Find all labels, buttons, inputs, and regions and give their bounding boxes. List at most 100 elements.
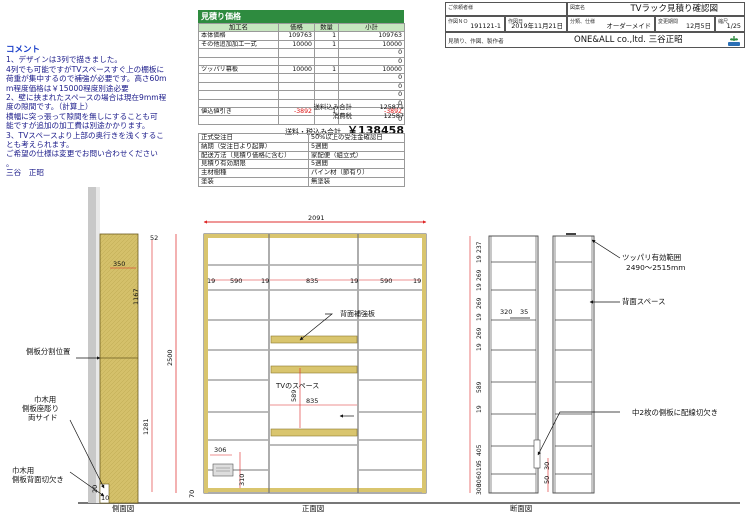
section-view-label: 断面図 — [510, 504, 532, 513]
dim-board-2: 19 — [261, 277, 269, 285]
section-dim: 300 — [476, 483, 483, 495]
class-value: オーダーメイド — [606, 22, 651, 30]
dim-small-w: 306 — [214, 446, 226, 454]
tax: 消費税 12587 — [198, 111, 404, 120]
dim-top-offset: 52 — [150, 234, 158, 242]
dim-bottom-10: 10 — [101, 494, 109, 502]
section-dim: 5 — [476, 460, 483, 464]
tension-range: 2490～2515mm — [626, 263, 685, 272]
comment-line: m程度価格は￥15000程度別途必要 — [6, 83, 129, 93]
comment-line: 荷重が集中するので補強が必要です。高さ60m — [6, 74, 167, 84]
date-label: 作図日 — [508, 19, 524, 25]
customer-cell: ご依頼者様 — [445, 2, 567, 16]
back-reinforce-3 — [270, 428, 358, 437]
number-label: 作図ＮＯ — [448, 19, 469, 25]
section-body — [488, 235, 539, 494]
dim-bottom-20: 20 — [91, 485, 99, 493]
comment-title: コメント — [6, 45, 41, 55]
drawing-date: 2019年11月21日 — [511, 22, 563, 30]
dim-side-depth: 350 — [113, 260, 125, 268]
side-wall — [88, 187, 98, 503]
section-dim: 19 — [476, 405, 483, 413]
comment-line: 。 — [6, 158, 14, 168]
comment-line: ご希望の仕様は変更でお問い合わせください — [6, 149, 158, 159]
side-view — [99, 233, 153, 504]
dim-overall-height: 2500 — [166, 349, 174, 366]
side-panel — [99, 233, 139, 504]
dim-tv-height: 589 — [290, 390, 298, 402]
section-dim: 30 — [476, 479, 483, 487]
comment-block: コメント 1、デザインは3列で描きました。4列でも可能ですがTVスペースすぐ上の… — [6, 45, 194, 178]
change-cell: 変更期間 12月5日 — [655, 16, 715, 32]
comment-line: 能ですが追加の加工費は別途かかります。 — [6, 121, 150, 131]
side-view-label: 側面図 — [112, 504, 134, 513]
drawing-number: 191121-1 — [470, 22, 501, 30]
change-value: 12月5日 — [686, 22, 711, 30]
title-block: ご依頼者様 図案名 TVラック見積り確認図 作図ＮＯ 191121-1 作図日 … — [445, 2, 745, 48]
section-dim: 19 — [476, 463, 483, 471]
section-dim: 269 — [476, 269, 483, 281]
section-dim: 269 — [476, 327, 483, 339]
dim-col-2: 835 — [306, 277, 318, 285]
condition-cell: 無塗装 — [308, 176, 405, 187]
back-reinforce-label: 背面補強板 — [340, 309, 375, 318]
dim-small-h: 310 — [238, 474, 246, 486]
dim-bottom-70: 70 — [188, 490, 196, 498]
section2-body — [552, 235, 595, 494]
comment-line: 三谷 正昭 — [6, 168, 44, 178]
section-view — [469, 233, 595, 494]
grand-total-label: 送料・税込み合計 — [285, 128, 342, 136]
section-dim: 269 — [476, 297, 483, 309]
dim-tv-width: 835 — [306, 397, 318, 405]
estimate-header: 小計 — [338, 22, 405, 33]
estimate-title: 見積り価格 — [198, 10, 404, 23]
comment-line: 2、壁に挟まれたスペースの場合は現在9mm程 — [6, 93, 167, 103]
number-cell: 作図ＮＯ 191121-1 — [445, 16, 505, 32]
dim-sec-30: 30 — [543, 462, 551, 470]
dim-section-320: 320 — [500, 308, 512, 316]
scale-value: 1/25 — [726, 22, 741, 30]
comment-line: 3、TVスペースより上部の奥行きを浅くするこ — [6, 130, 164, 140]
shipping-total: 送料込み合計 125871 — [198, 102, 404, 111]
change-label: 変更期間 — [658, 19, 679, 25]
dim-col-3: 590 — [380, 277, 392, 285]
class-cell: 分類、仕様 オーダーメイド — [567, 16, 655, 32]
maker: ONE&ALL co.,ltd. 三谷正昭 — [574, 35, 683, 45]
company-logo-icon — [728, 36, 740, 46]
side-split-label: 側板分割位置 — [26, 347, 70, 356]
back-notch-label-1: 巾木用 — [12, 466, 34, 475]
date-cell: 作図日 2019年11月21日 — [505, 16, 567, 32]
section-dim: 19 — [476, 313, 483, 321]
dim-board-4: 19 — [413, 277, 421, 285]
back-reinforce-1 — [270, 335, 358, 344]
estimate-cell-sub: 0 — [338, 115, 405, 125]
haba-label-3: 両サイド — [28, 413, 58, 422]
section-dim: 19 — [476, 343, 483, 351]
dim-side-upper: 1167 — [132, 288, 140, 305]
front-view — [175, 220, 427, 494]
comment-line: 度の隙間です。（計算上） — [6, 102, 93, 112]
shipping-total-label: 送料込み合計 — [313, 103, 352, 111]
section-dim: 19 — [476, 255, 483, 263]
dim-section-35: 35 — [520, 308, 528, 316]
tax-label: 消費税 — [332, 112, 352, 120]
comment-line: 横幅に突っ張って隙間を無しにすることも可 — [6, 111, 158, 121]
dim-overall-width: 2091 — [308, 214, 325, 222]
dim-board-3: 19 — [350, 277, 358, 285]
small-box — [212, 463, 234, 477]
class-label: 分類、仕様 — [570, 19, 596, 25]
drawing-name-cell: 図案名 TVラック見積り確認図 — [567, 2, 745, 16]
scale-label: 縮尺 — [718, 19, 729, 25]
tax-value: 12587 — [383, 112, 404, 120]
dim-board-1: 19 — [207, 277, 215, 285]
tv-space-label: TVのスペース — [275, 382, 319, 390]
tension-label: ツッパリ有効範囲 — [622, 253, 681, 262]
section-dim: 589 — [476, 381, 483, 393]
haba-label-1: 巾木用 — [34, 395, 56, 404]
section-dim: 19 — [476, 283, 483, 291]
comment-line: 1、デザインは3列で描きました。 — [6, 55, 122, 65]
front-view-label: 正面図 — [302, 504, 324, 513]
